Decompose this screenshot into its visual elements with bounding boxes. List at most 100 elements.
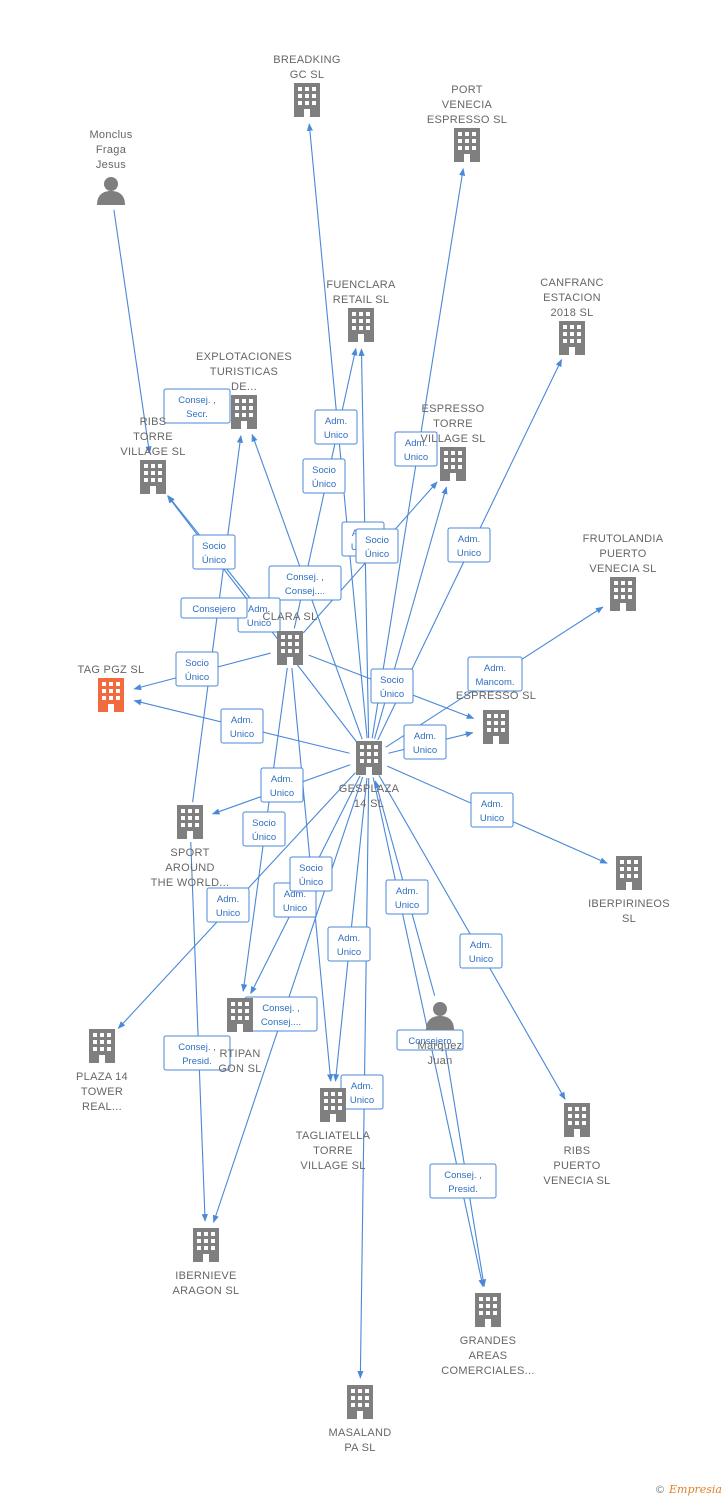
edge-label-text: Adm. (284, 889, 306, 900)
edge-label-text: Consej. , (178, 395, 216, 406)
edge-label-sport_around-to-ibernieve[interactable]: Consej. ,Presid. (163, 1035, 231, 1071)
edge-label-sport_around-to-explotaciones[interactable]: Consejero (180, 597, 248, 619)
node-grandes_areas[interactable]: GRANDESAREASCOMERCIALES... (441, 1293, 534, 1377)
node-label: RIBS (140, 416, 167, 428)
building-icon (140, 460, 166, 494)
node-label: COMERCIALES... (441, 1365, 534, 1377)
edge-label-text: Consej. , (262, 1003, 300, 1014)
node-label: PORT (451, 84, 483, 96)
edge-label-gesplaza-to-ribs_puerto[interactable]: Adm.Unico (459, 933, 503, 969)
edge-label-text: Adm. (484, 663, 506, 674)
edge-label-gesplaza-to-tag_pgz[interactable]: Adm.Unico (220, 708, 264, 744)
edge-label-text: Adm. (351, 1081, 373, 1092)
edge-label-gesplaza-to-tagliatella[interactable]: Adm.Unico (327, 926, 371, 962)
edge-label-marquez-to-grandes_areas[interactable]: Consej. ,Presid. (429, 1163, 497, 1199)
node-label: CANFRANC (540, 277, 604, 289)
edge-label-gesplaza-to-sport_around[interactable]: Adm.Unico (260, 767, 304, 803)
node-plaza14[interactable]: PLAZA 14TOWERREAL... (76, 1029, 128, 1113)
edge-label-gesplaza-to-espresso_torre[interactable]: Adm.Unico (394, 431, 438, 467)
building-icon (440, 447, 466, 481)
edge-label-text: Consej.... (285, 586, 325, 597)
edge-label-gesplaza-to-ibernieve[interactable]: Consej. , Consej.... (244, 996, 318, 1032)
edge-label-gesplaza-to-explotaciones[interactable]: Consej. ,Consej.... (268, 565, 342, 601)
building-icon (356, 741, 382, 775)
node-label: ESTACION (543, 292, 601, 304)
edge-label-gesplaza-to-frutolandia[interactable]: Adm.Mancom. (467, 656, 523, 692)
building-icon (564, 1103, 590, 1137)
edge-label-text: Consejero (192, 604, 235, 615)
node-artipan[interactable]: RTIPAN GON SL (218, 998, 261, 1075)
edge-label-gesplaza-to-canfranc[interactable]: Adm.Unico (447, 527, 491, 563)
node-label: IBERPIRINEOS (588, 898, 670, 910)
node-label: FRUTOLANDIA (583, 533, 664, 545)
edge-label-text: Adm. (325, 416, 347, 427)
node-label: CLARA SL (263, 611, 318, 623)
edge-label-text: Socio (365, 535, 389, 546)
edge-label-gesplaza-to-grandes_areas[interactable]: Adm.Unico (385, 879, 429, 915)
edge-label-gesplaza-to-plaza14[interactable]: Adm.Unico (206, 887, 250, 923)
building-icon (483, 710, 509, 744)
edge-label-marquez-to-gesplaza[interactable]: Consejero (396, 1029, 464, 1051)
edge-label-text: Único (312, 479, 336, 490)
edge-label-text: Unico (324, 430, 348, 441)
edge-label-gesplaza-to-espresso_sl[interactable]: Adm.Unico (403, 724, 447, 760)
node-label: SPORT (170, 847, 209, 859)
node-espresso_sl[interactable]: ESPRESSO SL (456, 690, 536, 744)
edge-sport_around-to-explotaciones (192, 435, 244, 803)
node-clara[interactable]: CLARA SL (263, 611, 318, 665)
building-icon (320, 1088, 346, 1122)
edge-label-text: Consej.... (261, 1017, 301, 1028)
edge-label-gesplaza-to-ribs_torre[interactable]: Adm.Unico (237, 597, 281, 633)
node-label: RTIPAN (219, 1048, 260, 1060)
node-label: ESPRESSO SL (456, 690, 536, 702)
edge-label-monclus-to-ribs_torre[interactable]: Consej. ,Secr. (163, 388, 231, 424)
edge-label-text: Socio (185, 658, 209, 669)
edge-marquez-to-grandes_areas (442, 1034, 487, 1288)
node-label: Marquez (418, 1040, 463, 1052)
edge-label-text: Consej. , (178, 1042, 216, 1053)
person-icon (426, 1002, 454, 1030)
node-label: TORRE (133, 431, 173, 443)
node-label: IBERNIEVE (175, 1270, 236, 1282)
edge-label-text: Unico (413, 745, 437, 756)
node-label: REAL... (82, 1101, 122, 1113)
building-icon (294, 83, 320, 117)
edge-label-text: Adm. (396, 886, 418, 897)
edge-label-text: Unico (270, 788, 294, 799)
node-explotaciones[interactable]: EXPLOTACIONESTURISTICASDE... (196, 351, 292, 429)
edge-label-gesplaza-to-breadking[interactable]: Adm. Unico (314, 409, 358, 445)
node-tag_pgz[interactable]: TAG PGZ SL (78, 664, 145, 712)
edge-label-gesplaza-to-masaland[interactable]: Adm.Unico (340, 1074, 384, 1110)
node-label: ESPRESSO SL (427, 114, 507, 126)
edge-label-text: Unico (457, 548, 481, 559)
edge-label-gesplaza-to-iberpirineos[interactable]: Adm.Unico (470, 792, 514, 828)
edge-label-text: Adm. (470, 940, 492, 951)
edge-label-text: Único (252, 832, 276, 843)
building-icon (610, 577, 636, 611)
node-label: GON SL (218, 1063, 261, 1075)
